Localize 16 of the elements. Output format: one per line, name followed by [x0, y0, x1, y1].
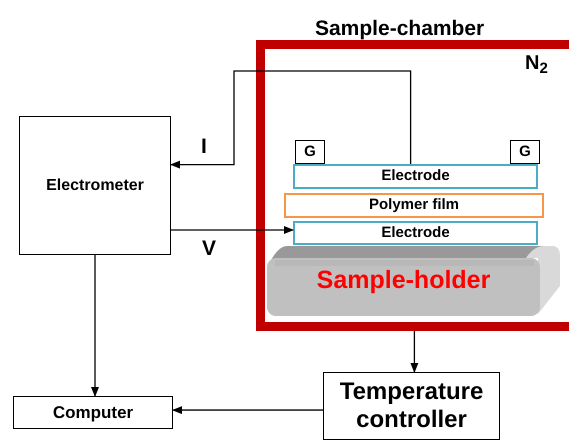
electrometer-box: Electrometer	[19, 116, 171, 255]
arrow	[172, 406, 323, 414]
arrow	[170, 70, 412, 169]
computer-box: Computer	[13, 396, 173, 429]
arrow	[171, 226, 294, 234]
atmosphere-label: N$_{2}$	[525, 53, 548, 73]
guard-box: G	[510, 140, 540, 164]
film-box: Polymer film	[284, 193, 544, 218]
electrode-box: Electrode	[293, 164, 538, 189]
arrow	[410, 331, 418, 373]
holder-label: Sample-holder	[316, 265, 492, 296]
electrode-box: Electrode	[293, 221, 538, 245]
arrow	[91, 255, 99, 397]
chamber-heading: Sample-chamber	[315, 16, 484, 42]
controller-box: Temperature controller	[323, 372, 500, 440]
guard-box: G	[295, 140, 325, 164]
